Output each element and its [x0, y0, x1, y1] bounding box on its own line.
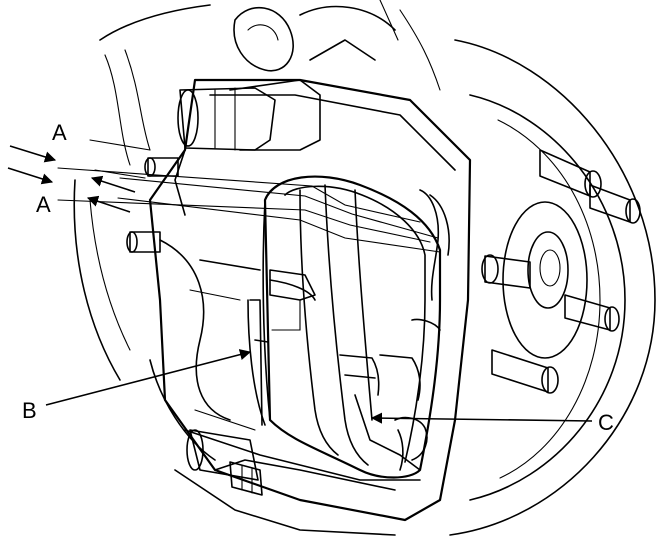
- lower-guide-pin: [186, 429, 263, 496]
- caliper-bolts: [126, 157, 179, 253]
- upper-pad-retainer: [269, 269, 316, 331]
- label-b: B: [22, 398, 37, 423]
- upper-guide-pin: [177, 79, 321, 151]
- wheel-studs: [481, 149, 641, 394]
- leader-c: [370, 412, 593, 424]
- wheel-stud: [491, 349, 559, 394]
- arrow-a2: [90, 175, 136, 193]
- leader-b: [45, 349, 252, 406]
- brake-disc: [449, 39, 656, 536]
- wheel-stud: [564, 294, 620, 332]
- inspection-sight-lines: [57, 167, 441, 253]
- brake-pads: [247, 175, 442, 479]
- arrow-a3: [7, 167, 54, 185]
- anti-rattle-clip: [394, 189, 450, 471]
- arrow-a4: [86, 195, 131, 213]
- lower-pad-retainer: [339, 354, 421, 471]
- wheel-stud: [481, 254, 531, 289]
- label-a-top: A: [52, 120, 67, 145]
- arrow-a1: [9, 145, 57, 163]
- wheel-stud: [589, 184, 641, 224]
- label-c: C: [598, 410, 614, 435]
- view-arrows-a: [7, 145, 136, 213]
- label-a-bottom: A: [36, 192, 51, 217]
- caliper-body: [148, 78, 472, 522]
